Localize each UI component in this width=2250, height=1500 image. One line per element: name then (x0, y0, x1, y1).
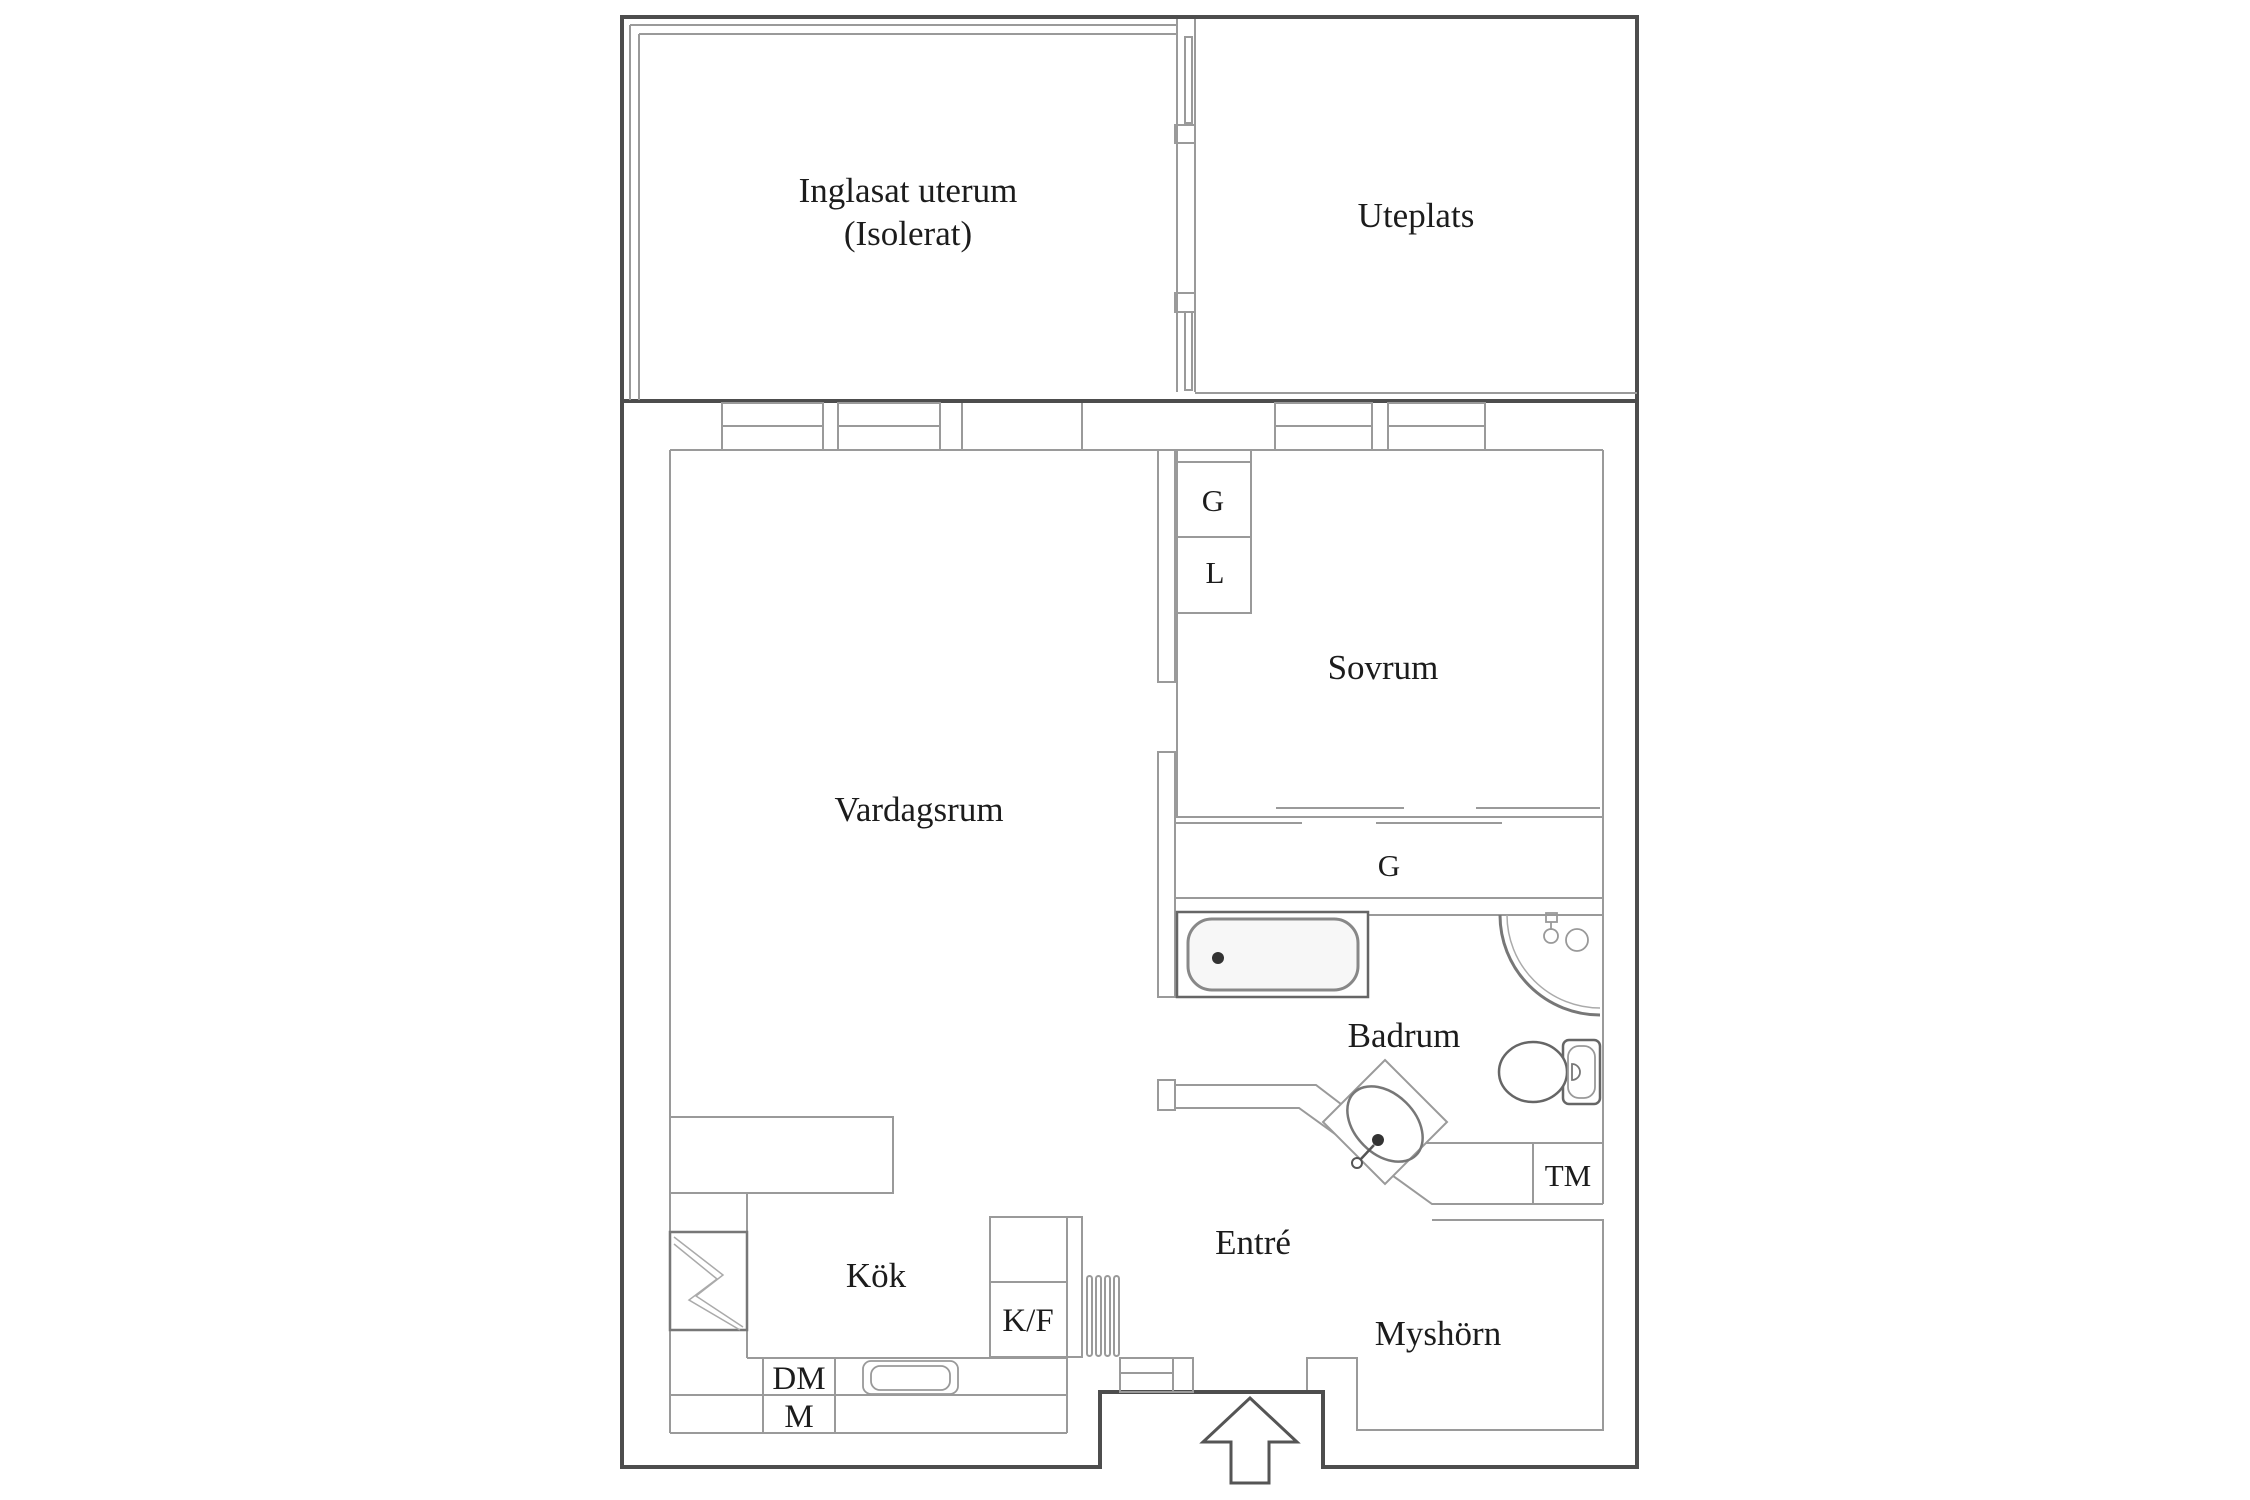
washbasin-icon (1321, 1058, 1449, 1186)
label-kf: K/F (1002, 1303, 1053, 1339)
label-badrum: Badrum (1348, 1016, 1461, 1055)
label-m: M (784, 1399, 813, 1435)
conservatory-glazing (629, 24, 1177, 400)
label-tm: TM (1545, 1158, 1592, 1193)
label-wardrobe-g: G (1378, 848, 1400, 883)
corner-shower-icon (1498, 912, 1601, 1017)
room-outlines (669, 449, 1604, 1433)
label-dm: DM (772, 1361, 825, 1397)
kitchen-units (669, 1116, 1194, 1434)
bedroom-windows (1081, 402, 1486, 451)
label-closet-g: G (1202, 483, 1224, 518)
entrance-arrow-icon (1199, 1395, 1301, 1485)
patio-divider-sliding-door (1174, 19, 1637, 394)
label-myshorn: Myshörn (1375, 1314, 1501, 1353)
kitchen-sink-icon (862, 1360, 959, 1395)
label-sovrum: Sovrum (1328, 648, 1439, 687)
labels: Inglasat uterum (Isolerat) Uteplats Sovr… (772, 171, 1591, 1435)
outer-walls (620, 15, 1639, 1469)
label-entre: Entré (1215, 1223, 1291, 1262)
living-room-windows (721, 402, 963, 451)
bathtub-icon (1175, 910, 1370, 999)
toilet-icon (1497, 1038, 1602, 1106)
label-inglasat-uterum: Inglasat uterum (799, 171, 1018, 210)
label-closet-l: L (1206, 555, 1225, 590)
label-kok: Kök (846, 1256, 907, 1295)
label-isolerat: (Isolerat) (844, 214, 972, 253)
stove-icon (668, 1230, 749, 1332)
dish-rack-icon (1086, 1275, 1120, 1357)
label-vardagsrum: Vardagsrum (834, 790, 1003, 829)
label-uteplats: Uteplats (1358, 196, 1475, 235)
